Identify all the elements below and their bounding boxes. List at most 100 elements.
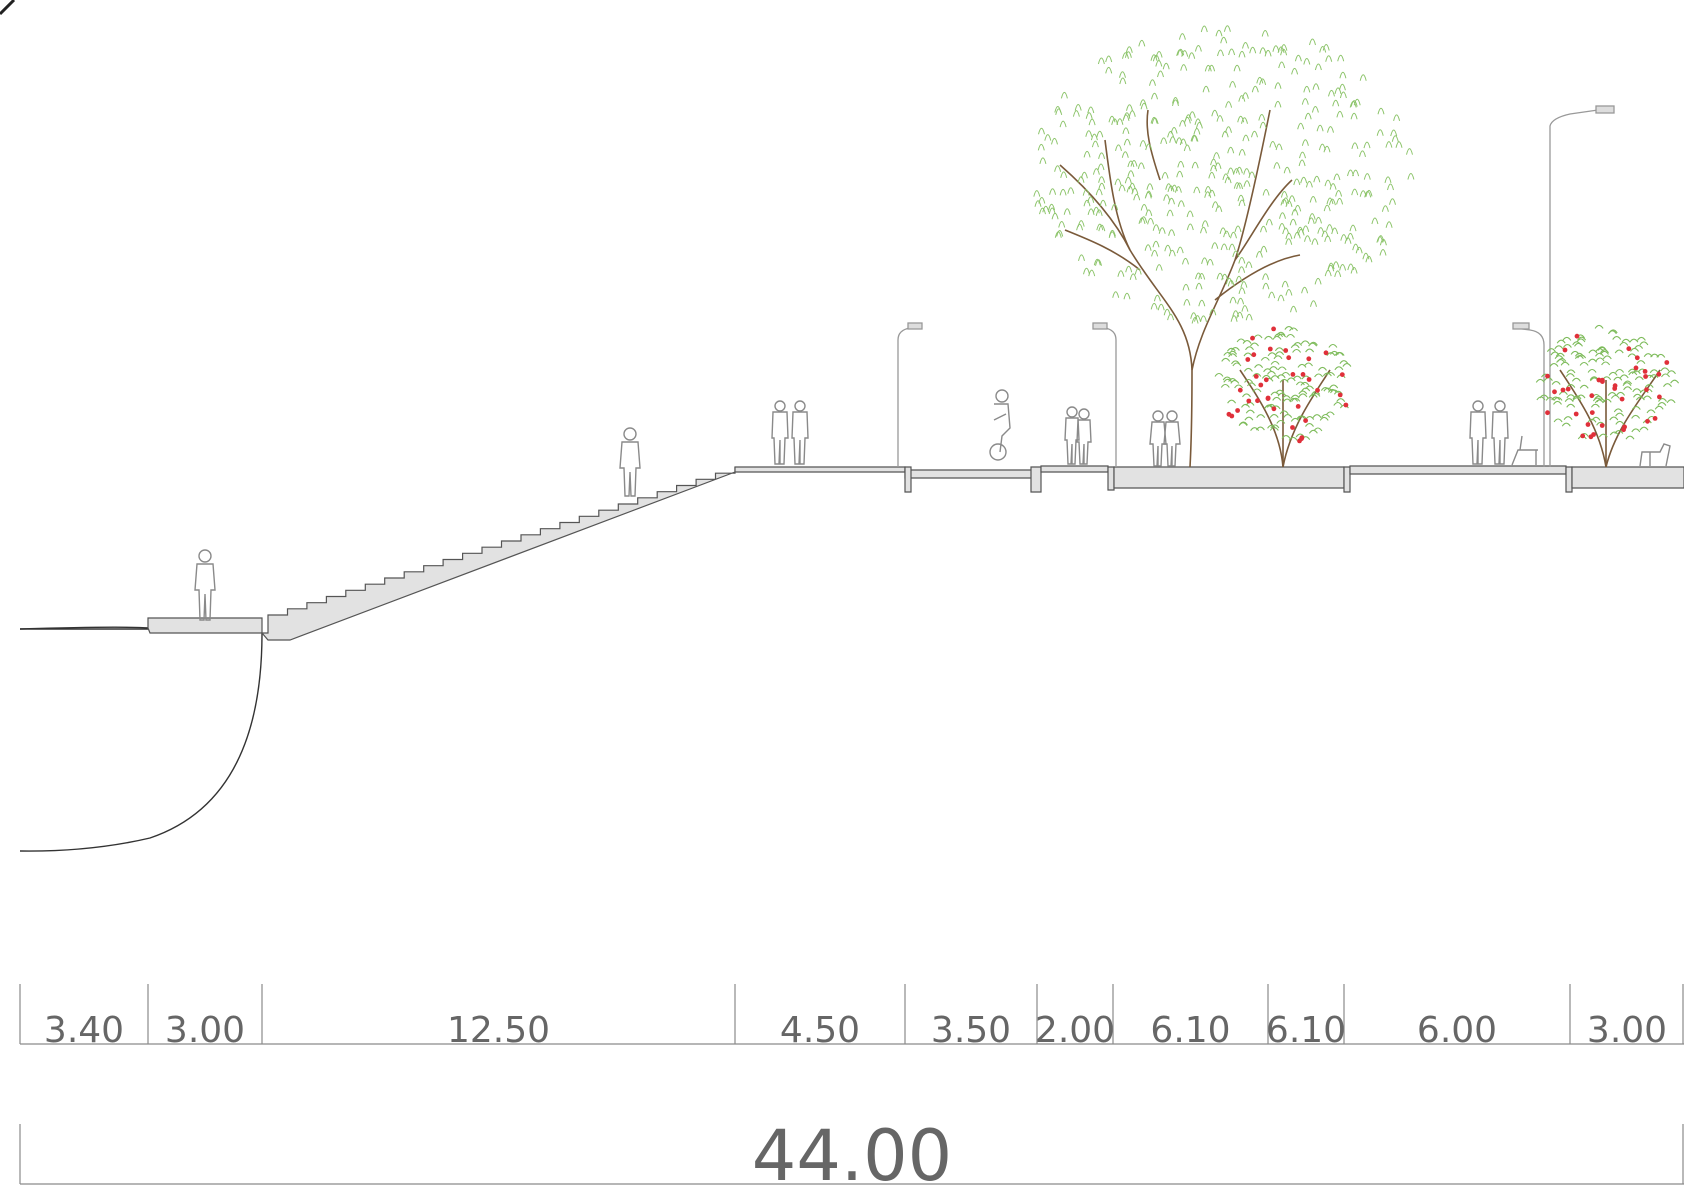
shrub-leaf-stroke <box>1336 398 1346 403</box>
shrub-leaf-stroke <box>1555 352 1565 357</box>
pedestrian-couple <box>771 400 809 465</box>
shrub-leaf-stroke <box>1300 381 1310 386</box>
shrub-leaf-stroke <box>1326 352 1336 357</box>
willow-leaf-stroke <box>1209 308 1217 316</box>
willow-leaf-stroke <box>1278 61 1286 69</box>
shrub-leaf-stroke <box>1252 372 1262 377</box>
willow-leaf-stroke <box>1259 121 1267 129</box>
willow-leaf-stroke <box>1211 242 1219 249</box>
willow-leaf-stroke <box>1210 158 1218 166</box>
shrub-leaf-stroke <box>1663 383 1672 388</box>
willow-leaf-stroke <box>1238 199 1246 207</box>
willow-leaf-stroke <box>1275 143 1283 151</box>
willow-leaf-stroke <box>1225 277 1233 285</box>
willow-leaf-stroke <box>1227 167 1235 175</box>
willow-leaf-stroke <box>1213 152 1220 159</box>
shrub-leaf-stroke <box>1228 353 1238 358</box>
shrub-leaf-stroke <box>1290 394 1300 399</box>
shrub-flower <box>1552 389 1557 395</box>
willow-leaf-stroke <box>1304 235 1311 242</box>
willow-leaf-stroke <box>1044 134 1052 141</box>
willow-leaf-stroke <box>1251 130 1258 138</box>
willow-leaf-stroke <box>1206 258 1214 266</box>
willow-leaf-stroke <box>1327 262 1335 270</box>
willow-leaf-stroke <box>1406 148 1413 155</box>
willow-leaf-stroke <box>1037 143 1045 151</box>
willow-leaf-stroke <box>1273 162 1281 169</box>
willow-leaf-stroke <box>1147 217 1155 225</box>
willow-leaf-stroke <box>1182 283 1190 291</box>
willow-leaf-stroke <box>1326 197 1334 205</box>
willow-leaf-stroke <box>1281 280 1289 288</box>
shrub-leaf-stroke <box>1577 336 1587 341</box>
shrub-leaf-stroke <box>1607 330 1617 335</box>
willow-leaf-stroke <box>1228 243 1236 251</box>
willow-leaf-stroke <box>1272 45 1280 52</box>
shrub-leaf-stroke <box>1594 324 1604 329</box>
willow-leaf-stroke <box>1242 42 1249 49</box>
willow-leaf-stroke <box>1238 257 1246 264</box>
shrub-leaf-stroke <box>1322 372 1332 377</box>
willow-leaf-stroke <box>1097 57 1105 65</box>
shrub-flower <box>1337 392 1343 398</box>
shrub-leaf-stroke <box>1214 372 1224 377</box>
willow-leaf-stroke <box>1309 38 1316 46</box>
shrub-flower <box>1265 396 1271 401</box>
shrub-leaf-stroke <box>1613 376 1623 381</box>
shrub-flower <box>1573 411 1579 417</box>
shrub-leaf-stroke <box>1562 344 1572 348</box>
willow-leaf-stroke <box>1240 281 1248 288</box>
willow-leaf-stroke <box>1201 257 1209 265</box>
walkway-strip <box>1040 465 1109 473</box>
willow-leaf-stroke <box>1311 106 1319 113</box>
willow-leaf-stroke <box>1268 291 1276 299</box>
willow-leaf-stroke <box>1176 170 1184 178</box>
curb-4 <box>1343 466 1351 493</box>
shrub-leaf-stroke <box>1594 399 1604 404</box>
shrub-leaf-stroke <box>1623 386 1633 391</box>
shrub-leaf-stroke <box>1667 370 1676 375</box>
willow-leaf-stroke <box>1227 146 1235 154</box>
shrub-flower <box>1599 423 1605 428</box>
willow-leaf-stroke <box>1176 246 1184 254</box>
shrub-leaf-stroke <box>1247 382 1256 387</box>
shrub-leaf-stroke <box>1566 384 1576 388</box>
willow-leaf-stroke <box>1221 273 1229 281</box>
shrub-leaf-stroke <box>1579 384 1589 389</box>
willow-leaf-stroke <box>1202 85 1210 93</box>
willow-leaf-stroke <box>1186 223 1194 231</box>
willow-leaf-stroke <box>1190 134 1198 142</box>
willow-leaf-stroke <box>1387 183 1394 191</box>
willow-leaf-stroke <box>1232 250 1240 258</box>
willow-leaf-stroke <box>1377 235 1385 242</box>
willow-leaf-stroke <box>1204 191 1212 198</box>
willow-leaf-stroke <box>1274 82 1282 89</box>
willow-leaf-stroke <box>1087 196 1095 203</box>
willow-leaf-stroke <box>1039 207 1046 215</box>
shrub-leaf-stroke <box>1609 431 1619 436</box>
total-dimension: 44.00 <box>19 1115 1684 1191</box>
shrub-flower <box>1657 394 1662 400</box>
pedestrian-couple <box>1469 400 1509 465</box>
right-planting <box>1571 466 1684 489</box>
shrub-flower <box>1574 333 1580 339</box>
willow-leaf-stroke <box>1074 104 1082 111</box>
willow-leaf-stroke <box>1319 46 1327 53</box>
willow-leaf-stroke <box>1078 254 1085 262</box>
willow-leaf-stroke <box>1151 92 1158 100</box>
shrub-foliage <box>1535 324 1680 440</box>
shrub-leaf-stroke <box>1553 400 1562 405</box>
willow-leaf-stroke <box>1119 77 1127 85</box>
willow-leaf-stroke <box>1347 169 1354 177</box>
willow-leaf-stroke <box>1122 52 1129 59</box>
dimension-label: 6.10 <box>1150 1010 1230 1051</box>
willow-leaf-stroke <box>1215 205 1223 213</box>
willow-leaf-stroke <box>1327 126 1334 133</box>
willow-leaf-stroke <box>1091 140 1099 148</box>
shrub-leaf-stroke <box>1312 414 1322 419</box>
willow-leaf-stroke <box>1363 141 1371 149</box>
willow-leaf-stroke <box>1288 195 1296 202</box>
willow-leaf-stroke <box>1278 223 1286 230</box>
flowering-shrub <box>1535 324 1680 468</box>
shrub-flower <box>1245 357 1251 362</box>
